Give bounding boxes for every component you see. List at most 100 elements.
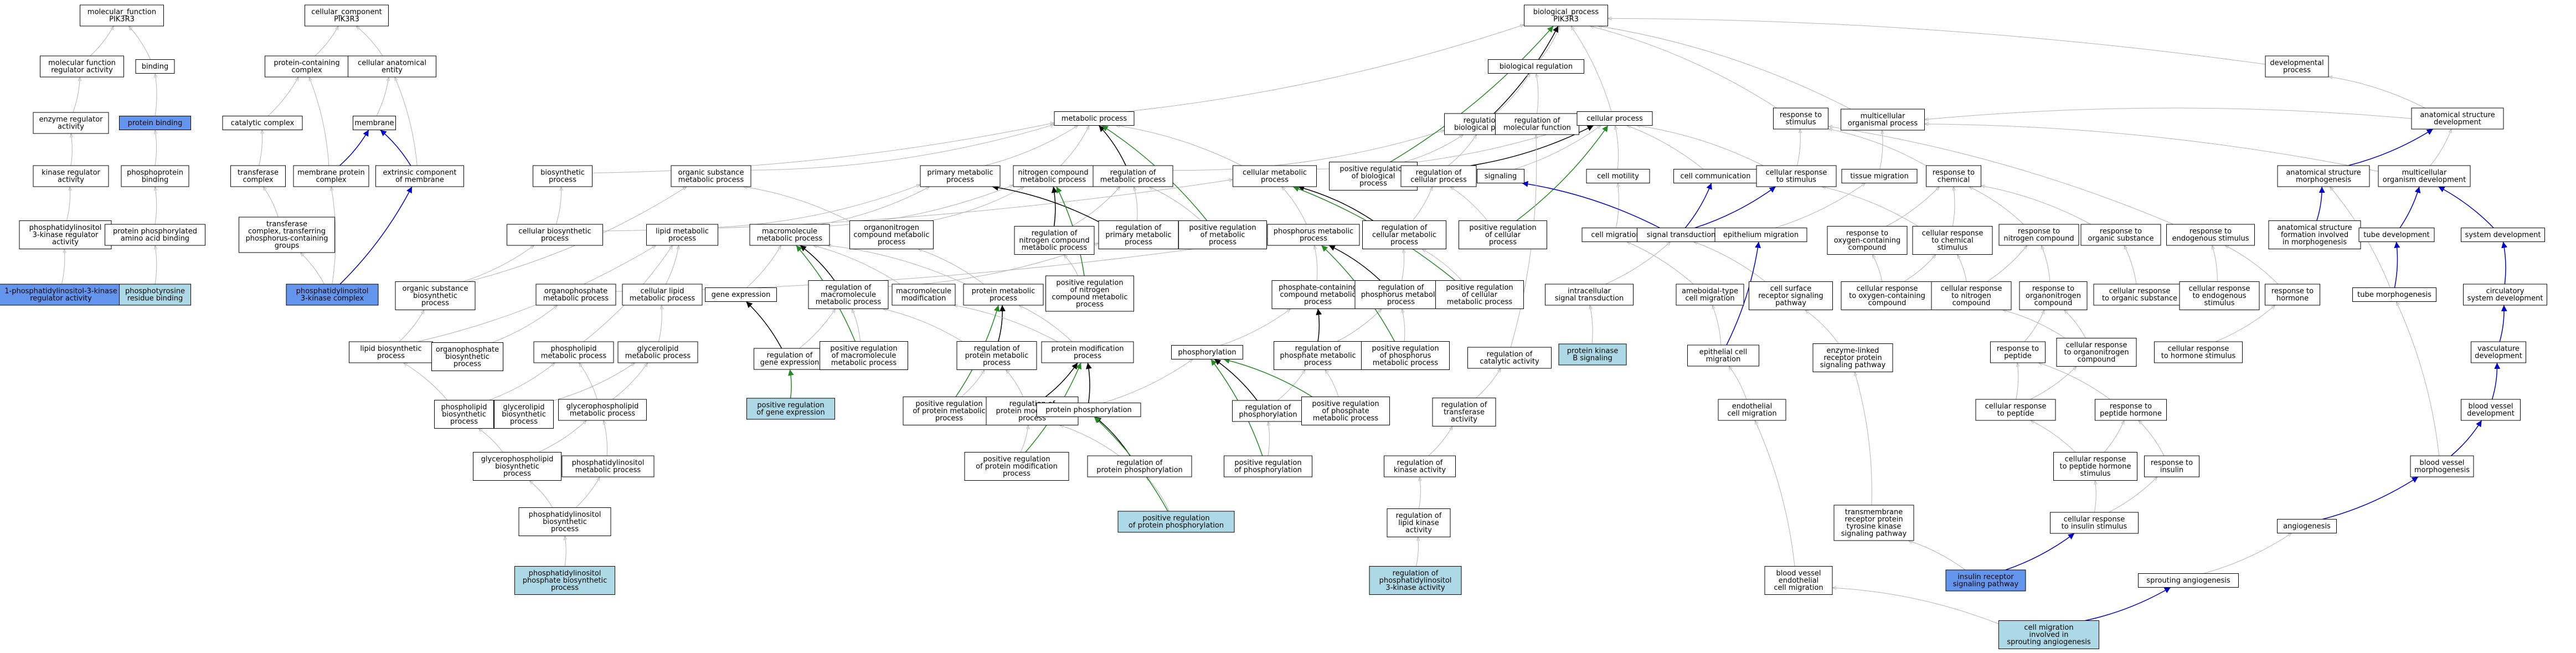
go-term-node-sysd[interactable]: system development [2461,228,2545,242]
go-term-node-phosph[interactable]: phosphorylation [1171,345,1243,359]
go-term-node-membrane[interactable]: membrane [353,116,396,130]
go-term-node-signaling[interactable]: signaling [1477,169,1524,183]
go-term-node-emig[interactable]: epithelium migration [1714,228,1807,242]
go-term-node-binding[interactable]: binding [135,59,175,74]
go-term-node-sangio[interactable]: sprouting angiogenesis [2138,573,2239,588]
go-term-node-cmot[interactable]: cell motility [1586,169,1650,183]
go-term-node-pi3krsa[interactable]: 1-phosphatidylinositol-3-kinaseregulator… [0,284,130,306]
go-term-node-catc[interactable]: catalytic complex [222,116,303,130]
go-term-node-tubed[interactable]: tube development [2358,228,2435,242]
go-term-node-metp[interactable]: metabolic process [1054,111,1135,126]
go-term-node-protbind[interactable]: protein binding [119,116,191,130]
go-term-node-geneexp[interactable]: gene expression [705,287,777,302]
go-term-node-tubem[interactable]: tube morphogenesis [2352,287,2436,302]
